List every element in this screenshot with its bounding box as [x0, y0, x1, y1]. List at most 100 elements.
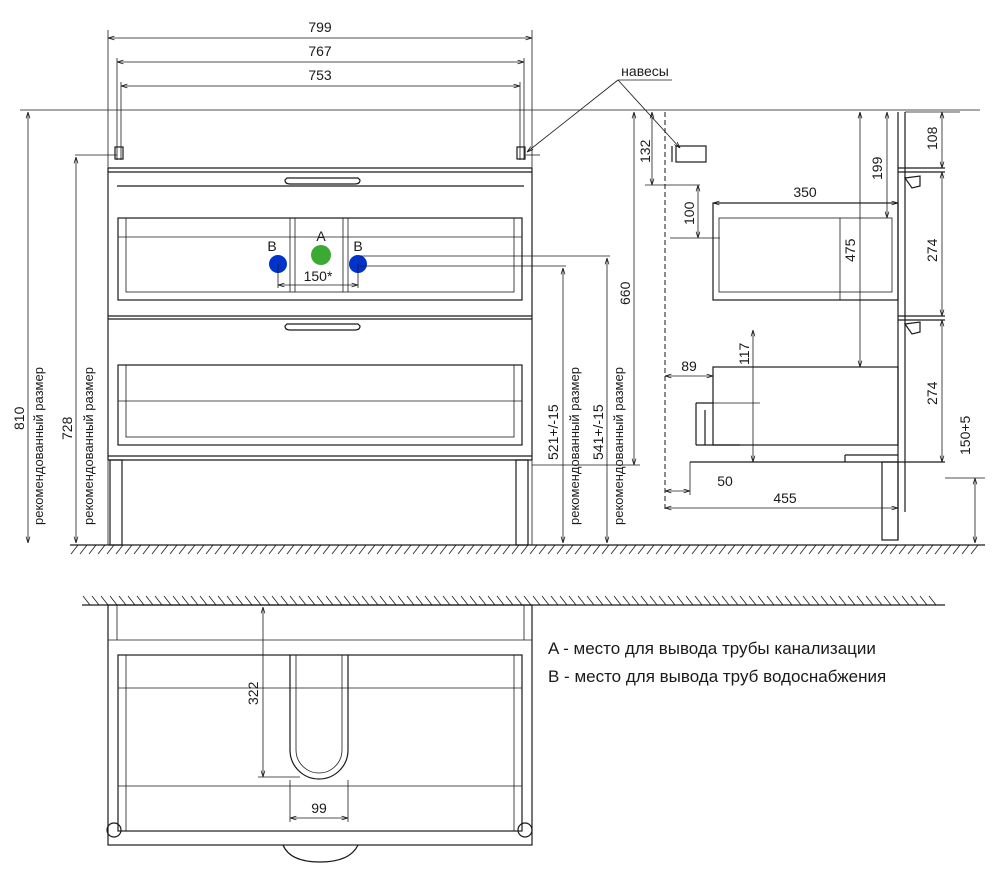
hatch-line [325, 595, 334, 606]
hatch-line [727, 544, 736, 555]
hatch-line [451, 595, 460, 606]
hatch-line [244, 595, 253, 606]
hatch-line [142, 544, 151, 555]
hatch-line [799, 544, 808, 555]
hatch-line [268, 544, 277, 555]
label-a: A [316, 228, 326, 244]
hatch-line [343, 595, 352, 606]
hatch-line [613, 595, 622, 606]
hatch-line [763, 544, 772, 555]
pipe-cutout [289, 655, 349, 780]
hatch-line [115, 544, 124, 555]
hatch-line [685, 595, 694, 606]
hatch-line [304, 544, 313, 555]
hatch-line [298, 595, 307, 606]
hatch-line [277, 544, 286, 555]
hatch-line [505, 595, 514, 606]
hatch-line [241, 544, 250, 555]
hatch-line [106, 544, 115, 555]
hatch-line [208, 595, 217, 606]
dim-89-label: 89 [681, 358, 697, 374]
hatch-line [826, 544, 835, 555]
hatch-line [898, 544, 907, 555]
hatch-line [424, 595, 433, 606]
top-handle [282, 844, 359, 863]
hatch-line [448, 544, 457, 555]
label-b-right: B [353, 238, 362, 254]
hatch-line [133, 544, 142, 555]
hatch-line [466, 544, 475, 555]
hatch-line [862, 544, 871, 555]
hatch-line [91, 595, 100, 606]
hatch-line [907, 544, 916, 555]
hatch-line [484, 544, 493, 555]
hatch-line [934, 544, 943, 555]
hatch-line [802, 595, 811, 606]
hatch-line [163, 595, 172, 606]
hatch-line [880, 544, 889, 555]
hatch-line [667, 595, 676, 606]
hatch-line [136, 595, 145, 606]
hatch-line [118, 595, 127, 606]
hatch-line [871, 544, 880, 555]
hatch-line [583, 544, 592, 555]
hatch-line [649, 595, 658, 606]
side-leg [881, 461, 899, 541]
hatch-line [559, 595, 568, 606]
hatch-line [817, 544, 826, 555]
hatch-line [172, 595, 181, 606]
dim-322-label: 322 [245, 681, 261, 705]
hatch-line [637, 544, 646, 555]
leg-right [515, 459, 529, 546]
hatch-line [586, 595, 595, 606]
hatch-line [439, 544, 448, 555]
hatch-line [223, 544, 232, 555]
hatch-line [478, 595, 487, 606]
dim-350-label: 350 [793, 184, 817, 200]
side-view: 132 100 3 [637, 111, 985, 543]
hatch-line [160, 544, 169, 555]
floor-hatch [70, 544, 985, 555]
hatch-line [793, 595, 802, 606]
hatch-line [556, 544, 565, 555]
hatch-line [721, 595, 730, 606]
hatch-line [259, 544, 268, 555]
hatch-line [829, 595, 838, 606]
hatch-line [289, 595, 298, 606]
hatch-line [511, 544, 520, 555]
hatch-line [358, 544, 367, 555]
hatch-line [154, 595, 163, 606]
hatch-line [199, 595, 208, 606]
drawer-handle-bottom [284, 323, 361, 331]
hatch-line [943, 544, 952, 555]
hatch-line [676, 595, 685, 606]
top-view: 322 99 [82, 595, 945, 863]
hatch-line [673, 544, 682, 555]
hatch-line [487, 595, 496, 606]
legend-a: A - место для вывода трубы канализации [548, 639, 876, 658]
hatch-line [253, 595, 262, 606]
hatch-line [901, 595, 910, 606]
hatch-line [811, 595, 820, 606]
hatch-line [280, 595, 289, 606]
recommended-size-810: рекомендованный размер [31, 367, 46, 525]
dim-767-label: 767 [308, 43, 332, 59]
hatch-line [469, 595, 478, 606]
hatch-line [100, 595, 109, 606]
hatch-line [316, 595, 325, 606]
hatch-line [214, 544, 223, 555]
hatch-line [847, 595, 856, 606]
drawer-handle-top [284, 177, 361, 185]
hatch-line [127, 595, 136, 606]
hatch-line [307, 595, 316, 606]
dim-150-5-label: 150+5 [957, 415, 973, 455]
hatch-line [961, 544, 970, 555]
hatch-line [892, 595, 901, 606]
hatch-line [604, 595, 613, 606]
hatch-line [865, 595, 874, 606]
hatch-line [415, 595, 424, 606]
hatch-line [628, 544, 637, 555]
hatch-line [730, 595, 739, 606]
hatch-line [385, 544, 394, 555]
